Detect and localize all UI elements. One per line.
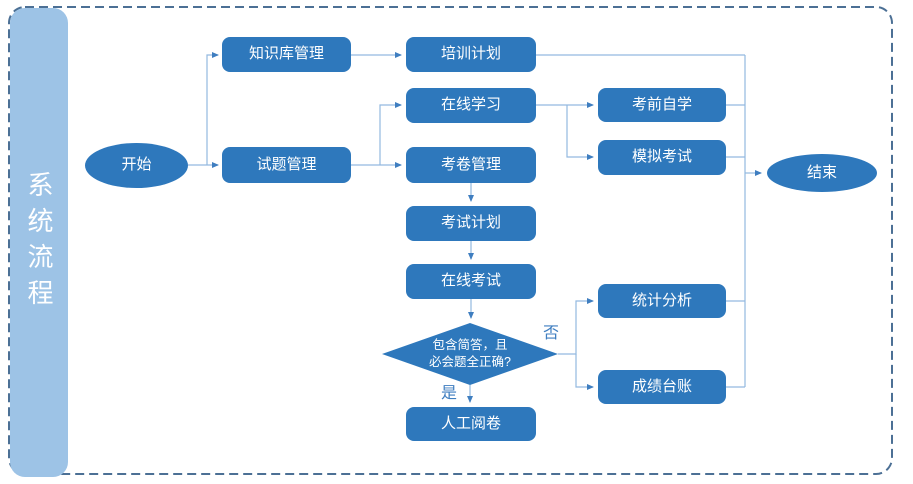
edge-question-mgmt-to-online-learning (379, 102, 402, 165)
edge-start-to-knowledge-base (206, 52, 219, 165)
node-training-plan: 培训计划 (406, 37, 536, 72)
node-exam-paper-mgmt: 考卷管理 (406, 147, 536, 183)
edge-label-no: 否 (543, 325, 560, 342)
sidebar-title: 系统流程 (24, 170, 54, 315)
edge-decision-to-stats-analysis (558, 298, 594, 355)
node-mock-exam: 模拟考试 (598, 140, 726, 175)
node-knowledge-base: 知识库管理 (222, 37, 351, 72)
node-exam-plan: 考试计划 (406, 206, 536, 241)
edge-decision-to-score-ledger (575, 354, 594, 390)
node-question-mgmt: 试题管理 (222, 147, 351, 183)
node-decision-line2: 必会题全正确? (429, 355, 511, 369)
node-decision-line1: 包含简答，且 (432, 338, 508, 353)
node-decision: 包含简答，且 必会题全正确? (382, 323, 558, 385)
node-manual-grading: 人工阅卷 (406, 407, 536, 441)
edge-online-learning-to-mock-exam (566, 105, 594, 160)
node-stats-analysis: 统计分析 (598, 284, 726, 318)
node-pre-exam-self-study: 考前自学 (598, 88, 726, 122)
node-end: 结束 (767, 154, 877, 192)
edge-label-yes: 是 (441, 385, 458, 402)
node-online-learning: 在线学习 (406, 88, 536, 123)
sidebar: 系统流程 (10, 8, 68, 477)
node-start: 开始 (85, 143, 188, 188)
node-online-exam: 在线考试 (406, 264, 536, 299)
node-score-ledger: 成绩台账 (598, 370, 726, 404)
